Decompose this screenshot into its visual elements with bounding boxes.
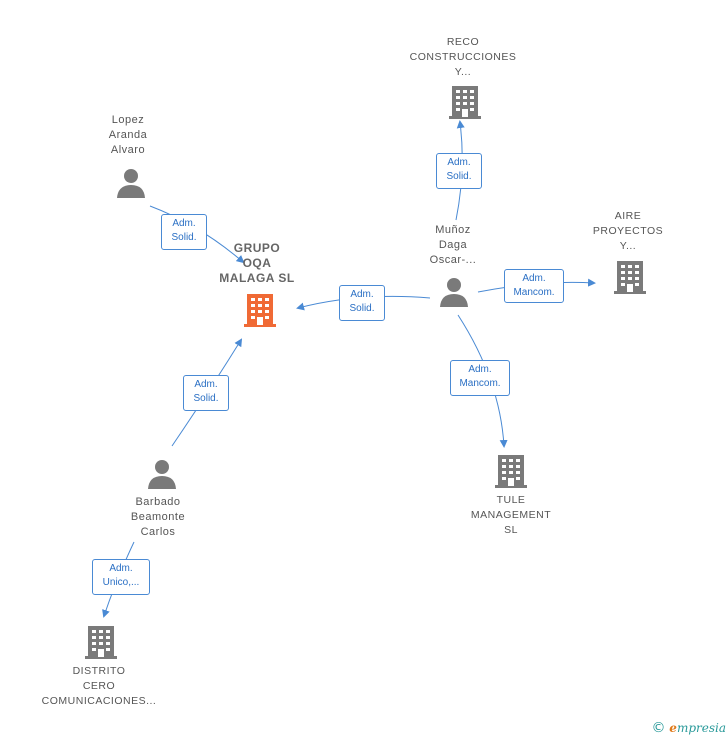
building-icon[interactable] bbox=[494, 453, 528, 489]
person-icon[interactable] bbox=[146, 458, 178, 490]
edge-label-barbado-grupo: Adm. Solid. bbox=[183, 375, 229, 411]
node-label-reco: RECO CONSTRUCCIONES Y... bbox=[409, 36, 517, 78]
empresia-logo: © empresia bbox=[651, 720, 726, 736]
copyright-symbol: © bbox=[651, 720, 666, 736]
edge-label-lopez-grupo: Adm. Solid. bbox=[161, 214, 207, 250]
building-icon[interactable] bbox=[84, 624, 118, 660]
node-label-munoz: Muñoz Daga Oscar-... bbox=[429, 224, 477, 266]
edge-label-barbado-distrito: Adm. Unico,... bbox=[92, 559, 150, 595]
node-label-grupo-oqa: GRUPO OQA MALAGA SL bbox=[219, 241, 295, 285]
brand-name: mpresia bbox=[676, 721, 726, 735]
node-label-aire: AIRE PROYECTOS Y... bbox=[592, 210, 664, 252]
building-icon[interactable] bbox=[613, 259, 647, 295]
person-icon[interactable] bbox=[438, 276, 470, 308]
edge-label-munoz-aire: Adm. Mancom. bbox=[504, 269, 564, 303]
edge-label-munoz-reco: Adm. Solid. bbox=[436, 153, 482, 189]
node-label-tule: TULE MANAGEMENT SL bbox=[470, 494, 552, 536]
building-icon[interactable] bbox=[448, 84, 482, 120]
node-label-lopez: Lopez Aranda Alvaro bbox=[108, 114, 148, 156]
person-icon[interactable] bbox=[115, 167, 147, 199]
building-icon[interactable] bbox=[243, 292, 277, 328]
node-label-barbado: Barbado Beamonte Carlos bbox=[130, 496, 186, 538]
edge-label-munoz-tule: Adm. Mancom. bbox=[450, 360, 510, 396]
node-label-distrito: DISTRITO CERO COMUNICACIONES... bbox=[41, 665, 157, 707]
brand-initial: e bbox=[669, 721, 677, 735]
edge-label-munoz-grupo: Adm. Solid. bbox=[339, 285, 385, 321]
